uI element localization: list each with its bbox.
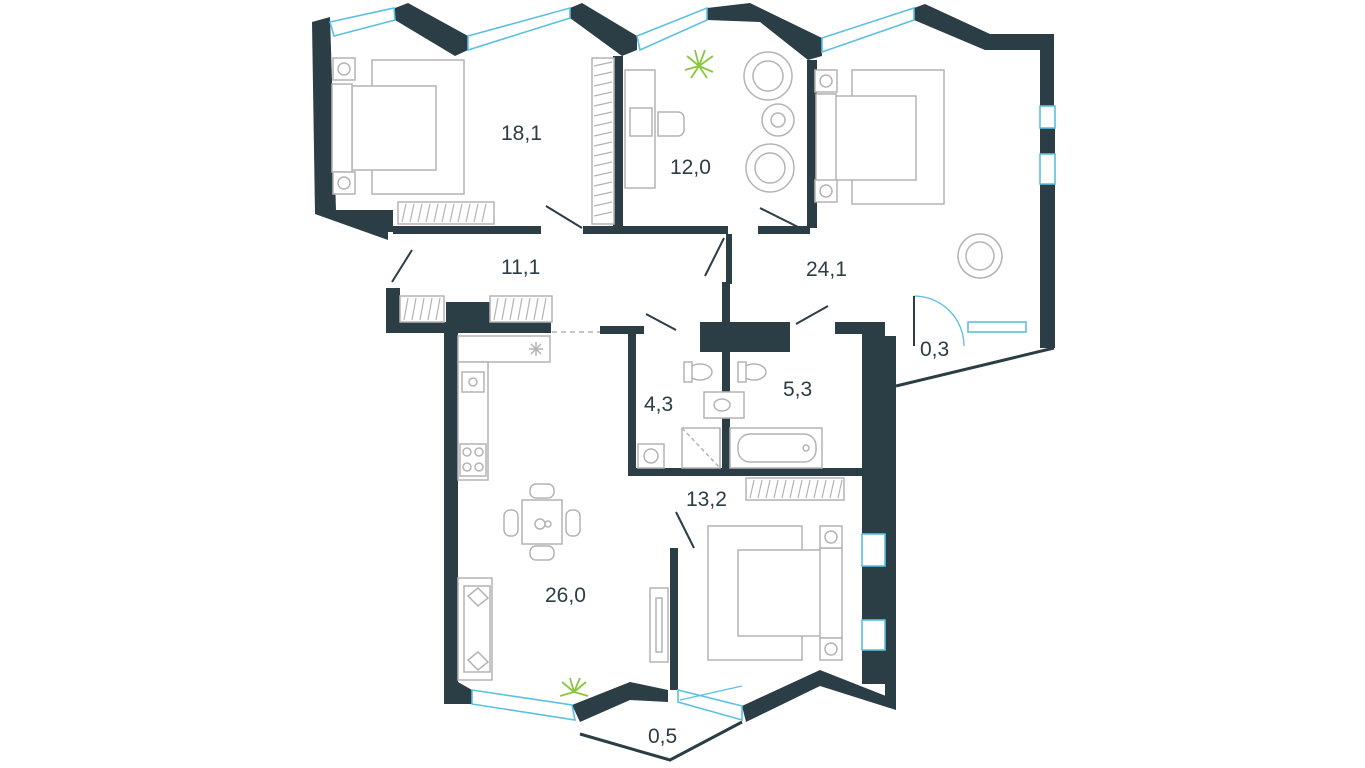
stove-icon (459, 443, 487, 477)
wall-top-segment-1 (395, 3, 468, 56)
wardrobe-icon (397, 201, 495, 225)
door-balcony-east-swing (913, 295, 965, 347)
window-nw-2 (467, 6, 571, 52)
wall-south-1 (572, 682, 668, 722)
wall-study-east (807, 60, 817, 228)
desk-icon (624, 69, 685, 189)
window-study (636, 6, 708, 52)
wall-top-segment-3 (707, 3, 822, 60)
room-area-bedroom-northwest: 18,1 (501, 122, 542, 145)
room-area-hallway: 11,1 (501, 256, 540, 279)
room-area-balcony-south: 0,5 (648, 725, 677, 748)
coffee-table-icon (761, 103, 795, 137)
window-south-bedroom (677, 688, 743, 722)
room-area-study: 12,0 (670, 156, 711, 179)
window-nw-1 (328, 7, 396, 37)
wall-east-1 (1040, 128, 1055, 154)
room-area-bathroom-west: 4,3 (644, 393, 673, 416)
door-study (759, 207, 801, 229)
window-east-balcony (967, 321, 1027, 333)
wall-hall-top-2 (583, 226, 728, 234)
window-east-2 (1039, 153, 1056, 185)
door-hall-center (704, 237, 725, 277)
sink-icon (703, 391, 745, 419)
toilet-icon (683, 361, 713, 383)
door-hall-entry (391, 249, 413, 283)
wall-bath-block-top (700, 322, 790, 352)
wall-south-2 (742, 670, 896, 722)
plant-icon (684, 49, 714, 79)
window-east-1 (1039, 105, 1056, 129)
sofa-icon (457, 577, 493, 681)
window-lower-east-2 (861, 619, 886, 651)
window-lower-east-1 (861, 533, 886, 567)
wall-living-west (444, 326, 472, 704)
wall-bath-bottom (628, 468, 868, 476)
balcony-outlines (579, 346, 1055, 762)
washing-machine-icon (637, 443, 665, 469)
room-labels: 18,1 12,0 24,1 11,1 0,3 4,3 5,3 13,2 26,… (501, 122, 949, 748)
fan-icon (529, 342, 543, 356)
door-lower-bedroom (675, 511, 695, 549)
room-area-bedroom-northeast: 24,1 (806, 258, 847, 281)
shower-icon (681, 427, 721, 469)
window-south-living (471, 689, 577, 721)
bed-icon (331, 57, 465, 195)
room-area-bathroom-east: 5,3 (783, 378, 812, 401)
wardrobe-icon (399, 295, 445, 323)
wall-east-2 (1040, 184, 1055, 348)
wall-hall-bottom-mid (600, 326, 644, 334)
plant-icon (559, 677, 589, 697)
wall-study-west (613, 56, 623, 226)
wall-bath-divider (722, 282, 730, 476)
door-balcony-south (679, 685, 743, 701)
wall-bath-west (628, 330, 636, 476)
bed-icon (814, 69, 945, 205)
walls (312, 3, 1055, 722)
room-area-kitchen-living: 26,0 (545, 584, 586, 607)
wall-hall-niche (446, 302, 490, 324)
wardrobe-icon (489, 295, 553, 323)
bathtub-icon (729, 427, 823, 469)
balcony-east-edge (895, 346, 1055, 388)
door-bath-east (795, 305, 829, 325)
wall-lower-bedroom-west (670, 548, 678, 690)
wall-lower-east (862, 326, 896, 706)
wall-hall-top-1 (393, 226, 541, 234)
bed-icon (707, 525, 843, 661)
wall-top-segment-2 (570, 3, 637, 56)
wall-hall-stub (726, 234, 732, 284)
dining-table-icon (503, 483, 581, 561)
door-bath-west (645, 313, 677, 331)
wall-hall-top-3 (758, 226, 810, 234)
armchair-icon (745, 143, 795, 193)
door-nw-bedroom (545, 205, 583, 229)
armchair-icon (743, 51, 793, 101)
sink-icon (461, 371, 485, 393)
windows (328, 6, 1056, 722)
wall-top-segment-4 (914, 4, 1054, 106)
room-area-balcony-east: 0,3 (920, 338, 949, 361)
tv-icon (649, 587, 669, 663)
armchair-icon (957, 233, 1003, 279)
toilet-icon (737, 361, 767, 383)
doors (391, 205, 965, 701)
wardrobe-icon (591, 57, 615, 225)
window-ne-1 (821, 6, 915, 54)
room-area-bedroom-south: 13,2 (686, 488, 727, 511)
balcony-south-edge (579, 720, 743, 762)
wardrobe-icon (745, 477, 845, 501)
